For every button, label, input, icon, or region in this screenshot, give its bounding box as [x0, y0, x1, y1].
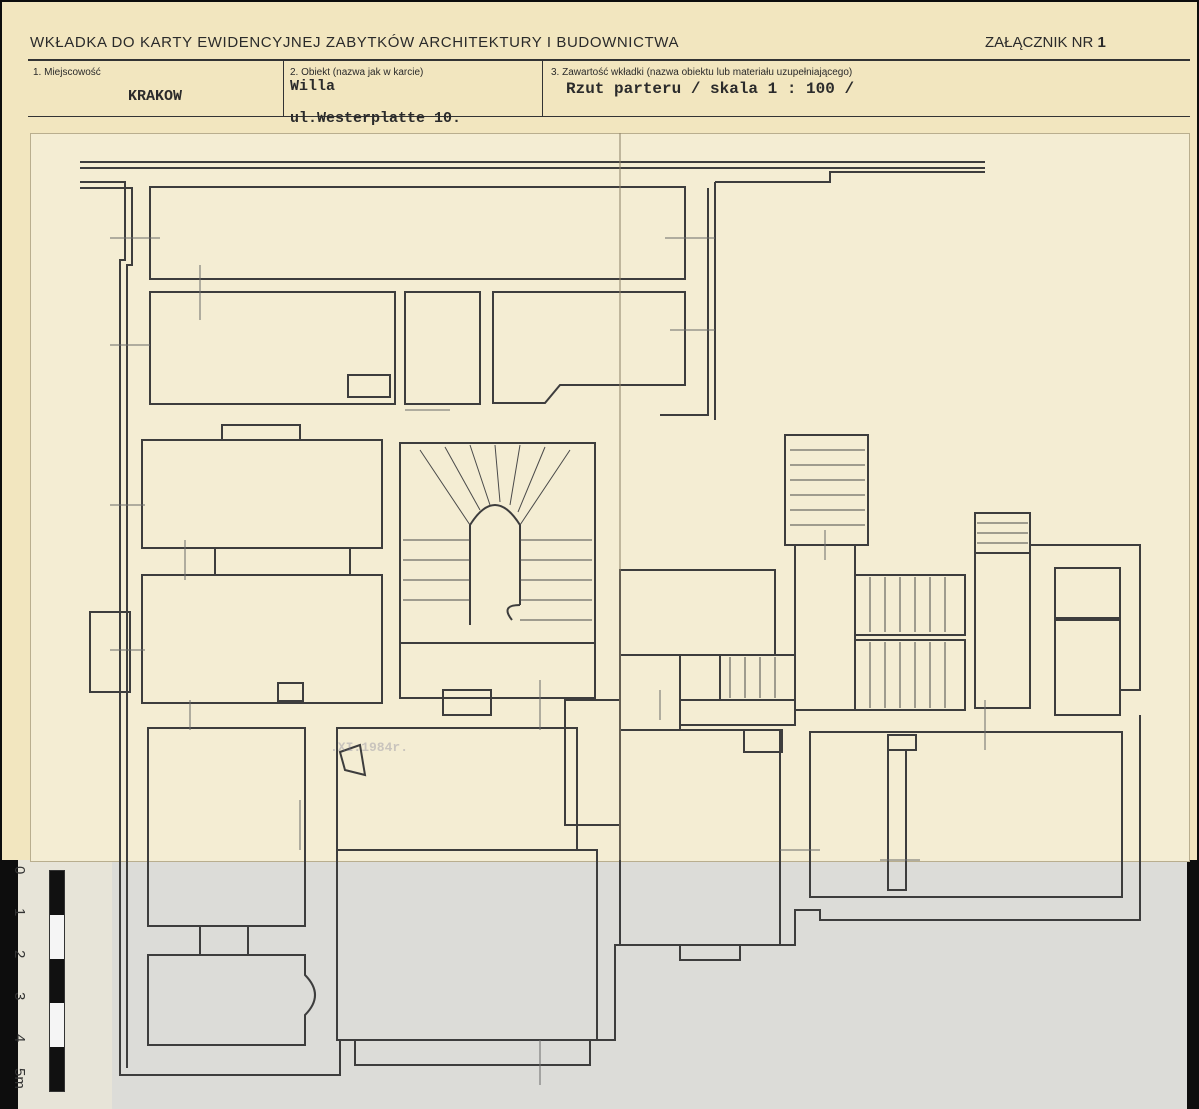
- scale-label: 4: [11, 1034, 28, 1043]
- fixture: [347, 374, 391, 398]
- fixture: [743, 729, 783, 753]
- scale-label: 2: [11, 950, 28, 959]
- fixture: [277, 682, 304, 702]
- room: [149, 291, 396, 405]
- scale-label: 3: [11, 992, 28, 1001]
- stair-well: [469, 504, 521, 625]
- room-large: [809, 731, 1123, 898]
- corridor: [679, 699, 796, 726]
- outer-wall: [715, 171, 985, 183]
- fixture: [442, 689, 492, 716]
- field-separator: [542, 61, 543, 117]
- stair-newel: [506, 604, 521, 621]
- outer-wall-inner: [80, 187, 133, 1068]
- fixture: [887, 734, 917, 751]
- locality-label: 1. Miejscowość: [33, 67, 101, 78]
- passage: [214, 547, 351, 576]
- room: [141, 439, 383, 549]
- room: [336, 727, 578, 851]
- field-separator: [283, 61, 284, 117]
- room: [492, 291, 686, 404]
- sheet-header: WKŁADKA DO KARTY EWIDENCYJNEJ ZABYTKÓW A…: [0, 0, 1195, 127]
- room: [1054, 619, 1121, 716]
- annex-value: 1: [1097, 34, 1106, 51]
- stamp-date: .XI.1984r.: [330, 740, 409, 755]
- column-block: [564, 699, 621, 826]
- entrance-steps: [784, 434, 869, 546]
- stair: [854, 574, 966, 636]
- outer-wall: [80, 181, 1141, 1076]
- scale-bar: [49, 870, 65, 1092]
- object-value-address: ul.Westerplatte 10.: [290, 110, 462, 127]
- room: [619, 569, 776, 656]
- niche: [221, 424, 301, 441]
- locality-value: KRAKOW: [128, 88, 183, 105]
- construction-lines: [110, 237, 986, 1085]
- annex-number: ZAŁĄCZNIK NR 1: [985, 34, 1106, 51]
- room: [141, 574, 383, 704]
- content-value: Rzut parteru / skala 1 : 100 /: [566, 80, 855, 98]
- stair: [854, 639, 966, 711]
- room: [619, 654, 681, 731]
- archive-stamp: .XI.1984r.: [330, 740, 408, 755]
- object-label: 2. Obiekt (nazwa jak w karcie): [290, 67, 424, 78]
- room-bay: [147, 954, 316, 1046]
- passage: [199, 925, 249, 956]
- scale-label: 1: [11, 908, 28, 917]
- column: [887, 749, 907, 891]
- vestibule: [399, 642, 596, 699]
- bay-window: [89, 611, 131, 693]
- stair: [719, 654, 796, 701]
- photocopy-lower: [112, 860, 1187, 1109]
- room: [147, 727, 306, 927]
- plan-sheet: [30, 133, 1190, 862]
- fields-rule: [28, 116, 1190, 117]
- annex-label: ZAŁĄCZNIK NR: [985, 34, 1094, 51]
- room: [974, 552, 1031, 709]
- room-top: [149, 186, 686, 280]
- scale-label: 0: [11, 866, 28, 875]
- content-label: 3. Zawartość wkładki (nazwa obiektu lub …: [551, 67, 853, 78]
- stair-treads: [403, 444, 1028, 708]
- sheet-title: WKŁADKA DO KARTY EWIDENCYJNEJ ZABYTKÓW A…: [30, 34, 680, 51]
- outer-wall: [1030, 544, 1141, 715]
- object-value-name: Willa: [290, 78, 336, 95]
- room: [794, 544, 856, 711]
- room: [619, 729, 781, 946]
- outer-wall: [660, 188, 709, 416]
- header-rule: [28, 59, 1190, 61]
- fixture: [338, 743, 367, 777]
- room: [336, 849, 598, 1041]
- room: [1054, 567, 1121, 619]
- scale-label: 5m: [11, 1068, 28, 1089]
- sheet-lower-left: [18, 860, 112, 1109]
- room: [404, 291, 481, 405]
